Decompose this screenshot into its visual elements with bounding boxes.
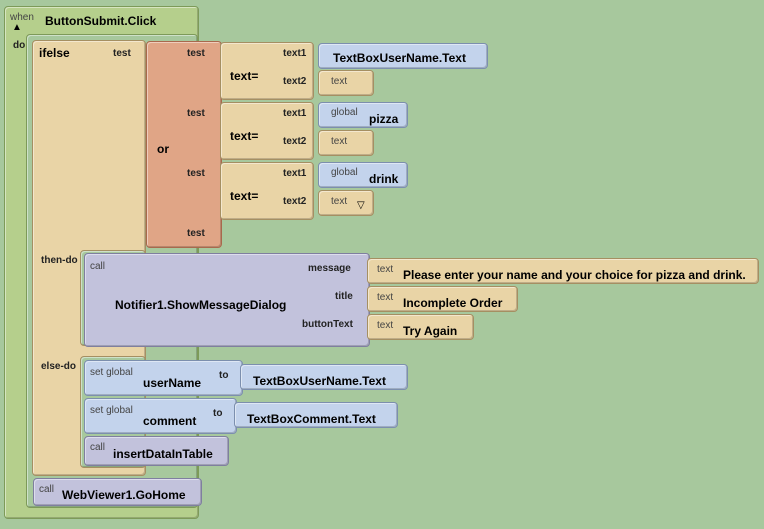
text2-label-1: text2 xyxy=(283,76,307,87)
call-webviewer-gohome-block[interactable]: call WebViewer1.GoHome xyxy=(33,478,202,506)
or-test-label-1: test xyxy=(187,48,205,59)
global-drink-label: drink xyxy=(369,172,399,186)
notifier-method-name: Notifier1.ShowMessageDialog xyxy=(115,298,287,312)
ifelse-test-label: test xyxy=(113,48,131,59)
set-global-comment-block[interactable]: set global comment to xyxy=(84,398,237,434)
to-label-2: to xyxy=(213,408,223,419)
text-prefix-2: text xyxy=(331,136,348,147)
event-name: ButtonSubmit.Click xyxy=(45,14,157,28)
message-arg-label: message xyxy=(308,263,351,274)
or-block[interactable]: or test test test test xyxy=(146,41,222,248)
buttontext-arg-label: buttonText xyxy=(302,319,353,330)
to-label-1: to xyxy=(219,370,229,381)
call-prefix-notifier: call xyxy=(90,261,106,272)
message-text-value: Please enter your name and your choice f… xyxy=(403,268,746,282)
else-do-label: else-do xyxy=(41,361,77,372)
webviewer-gohome-label: WebViewer1.GoHome xyxy=(62,488,186,502)
dropdown-triangle-icon[interactable]: ▽ xyxy=(357,200,365,211)
compare-label-3: text= xyxy=(230,189,259,203)
title-arg-label: title xyxy=(335,291,353,302)
or-test-label-3: test xyxy=(187,168,205,179)
global-pizza-label: pizza xyxy=(369,112,399,126)
message-text-prefix: text xyxy=(377,264,394,275)
ifelse-label: ifelse xyxy=(39,46,70,60)
title-text-prefix: text xyxy=(377,292,394,303)
global-prefix-drink: global xyxy=(331,167,358,178)
text1-label-3: text1 xyxy=(283,168,307,179)
textboxusername-text-value-block[interactable]: TextBoxUserName.Text xyxy=(240,364,408,390)
buttontext-text-block[interactable]: text Try Again xyxy=(367,314,474,340)
set-global-prefix-1: set global xyxy=(90,367,133,378)
compare-label-1: text= xyxy=(230,69,259,83)
global-prefix-pizza: global xyxy=(331,107,358,118)
text-compare-block-1[interactable]: text= text1 text2 xyxy=(220,42,314,100)
username-var-name: userName xyxy=(143,376,202,390)
text2-label-2: text2 xyxy=(283,136,307,147)
textboxusername-text-block[interactable]: TextBoxUserName.Text xyxy=(318,43,488,69)
comment-var-name: comment xyxy=(143,414,197,428)
username-source-label: TextBoxUserName.Text xyxy=(253,374,386,388)
global-pizza-block[interactable]: global pizza xyxy=(318,102,408,128)
then-do-label: then-do xyxy=(41,255,78,266)
or-test-label-2: test xyxy=(187,108,205,119)
text-prefix-1: text xyxy=(331,76,348,87)
textboxusername-text-label: TextBoxUserName.Text xyxy=(333,51,466,65)
text-dropdown-block[interactable]: text ▽ xyxy=(318,190,374,216)
when-label: when xyxy=(10,12,34,23)
call-prefix-insert: call xyxy=(90,442,106,453)
title-text-value: Incomplete Order xyxy=(403,296,503,310)
buttontext-text-value: Try Again xyxy=(403,324,458,338)
text-compare-block-3[interactable]: text= text1 text2 xyxy=(220,162,314,220)
empty-text-block-1[interactable]: text xyxy=(318,70,374,96)
text-prefix-3: text xyxy=(331,196,348,207)
insertdataintable-label: insertDataInTable xyxy=(113,447,213,461)
call-insertdataintable-block[interactable]: call insertDataInTable xyxy=(84,436,229,466)
compare-label-2: text= xyxy=(230,129,259,143)
text1-label-1: text1 xyxy=(283,48,307,59)
do-label: do xyxy=(13,40,26,51)
set-global-prefix-2: set global xyxy=(90,405,133,416)
or-label: or xyxy=(157,142,169,156)
message-text-block[interactable]: text Please enter your name and your cho… xyxy=(367,258,759,284)
comment-source-label: TextBoxComment.Text xyxy=(247,412,376,426)
title-text-block[interactable]: text Incomplete Order xyxy=(367,286,518,312)
textboxcomment-text-block[interactable]: TextBoxComment.Text xyxy=(234,402,398,428)
or-test-label-4: test xyxy=(187,228,205,239)
call-prefix-webviewer: call xyxy=(39,484,55,495)
triangle-up-icon[interactable]: ▲ xyxy=(12,22,22,33)
set-global-username-block[interactable]: set global userName to xyxy=(84,360,243,396)
notifier-show-message-dialog-block[interactable]: call Notifier1.ShowMessageDialog message… xyxy=(84,253,370,347)
text2-label-3: text2 xyxy=(283,196,307,207)
empty-text-block-2[interactable]: text xyxy=(318,130,374,156)
text1-label-2: text1 xyxy=(283,108,307,119)
text-compare-block-2[interactable]: text= text1 text2 xyxy=(220,102,314,160)
global-drink-block[interactable]: global drink xyxy=(318,162,408,188)
buttontext-text-prefix: text xyxy=(377,320,394,331)
